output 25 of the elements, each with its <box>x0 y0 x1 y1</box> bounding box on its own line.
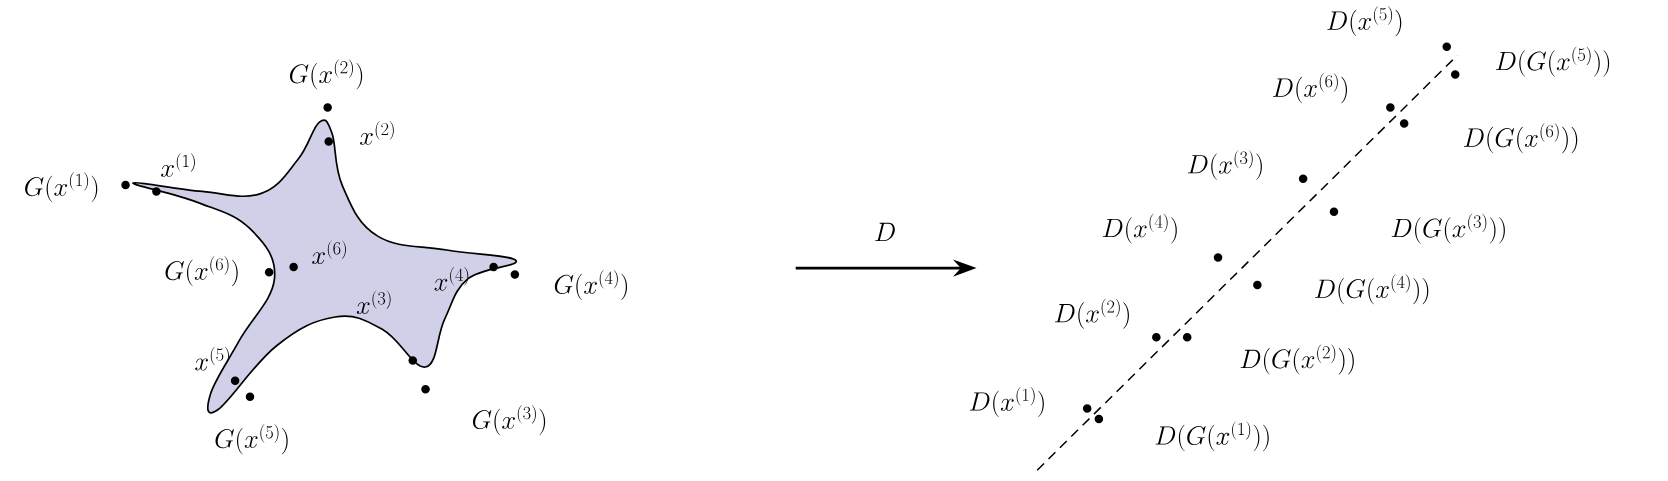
point-label: $G(x^{(4)})$ <box>554 270 627 301</box>
point-label: $x^{(1)}$ <box>161 153 195 177</box>
point-label: $G(x^{(2)})$ <box>289 59 363 90</box>
point-label: $D$ <box>875 222 895 242</box>
point-label: $G(x^{(1)})$ <box>25 172 98 203</box>
point-label: $D(G(x^{(3)}))$ <box>1391 213 1505 244</box>
point-label: $D(G(x^{(4)}))$ <box>1315 274 1429 305</box>
point-label: $G(x^{(6)})$ <box>165 256 238 287</box>
point-label: $D(G(x^{(6)}))$ <box>1464 123 1578 154</box>
point-label: $D(x^{(1)})$ <box>969 387 1044 418</box>
point-label: $D(x^{(2)})$ <box>1054 298 1129 329</box>
point-label: $x^{(6)}$ <box>312 240 346 265</box>
point-label: $x^{(4)}$ <box>434 267 469 291</box>
point-label: $D(x^{(5)})$ <box>1327 6 1402 37</box>
point-label: $x^{(3)}$ <box>356 290 391 315</box>
point-label: $G(x^{(5)})$ <box>215 424 288 455</box>
point-label: $D(G(x^{(1)}))$ <box>1155 421 1269 452</box>
point-label: $D(G(x^{(2)}))$ <box>1240 344 1354 375</box>
point-label: $D(x^{(6)})$ <box>1273 73 1347 104</box>
point-label: $D(x^{(4)})$ <box>1102 213 1177 244</box>
point-label: $D(x^{(3)})$ <box>1187 150 1262 180</box>
point-label: $x^{(2)}$ <box>360 121 394 145</box>
point-label: $x^{(5)}$ <box>195 346 229 371</box>
point-label: $D(G(x^{(5)}))$ <box>1495 46 1610 77</box>
point-label: $G(x^{(3)})$ <box>472 405 546 436</box>
